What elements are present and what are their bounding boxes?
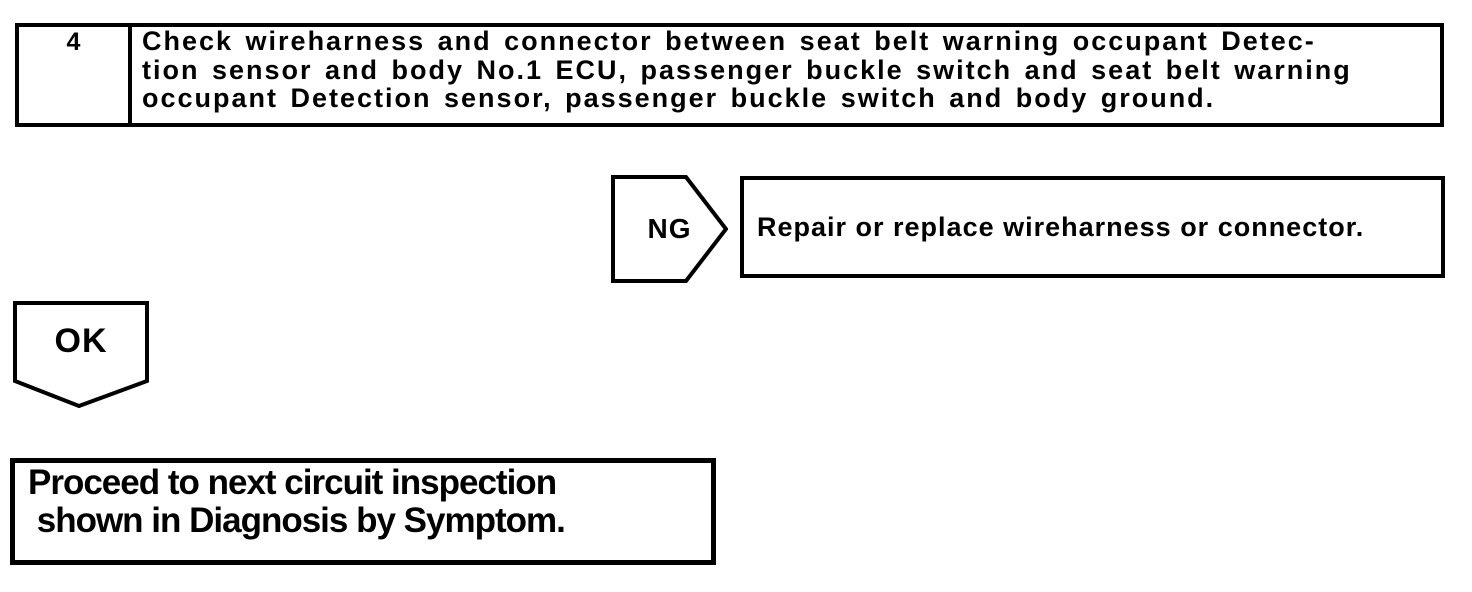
ng-action-box: Repair or replace wireharness or connect… — [740, 176, 1445, 278]
step-instruction-line-3: occupant Detection sensor, passenger buc… — [142, 83, 1216, 113]
step-instruction-line-2: tion sensor and body No.1 ECU, passenger… — [142, 54, 1352, 85]
ng-label: NG — [647, 213, 692, 244]
step-instruction: Check wireharness and connector between … — [132, 27, 1440, 123]
ok-label: OK — [54, 321, 108, 360]
right-arrow-pentagon-icon — [611, 175, 728, 283]
result-line-1: Proceed to next circuit inspection — [28, 463, 557, 502]
step-4-box: 4 Check wireharness and connector betwee… — [15, 23, 1444, 127]
ok-connector-shape: OK — [13, 301, 149, 408]
ng-connector-shape: NG — [611, 175, 728, 283]
result-box: Proceed to next circuit inspection shown… — [10, 458, 716, 565]
result-line-2: shown in Diagnosis by Symptom. — [28, 501, 566, 540]
step-number: 4 — [19, 27, 132, 123]
down-arrow-pentagon-icon — [13, 301, 149, 408]
ng-action-text: Repair or replace wireharness or connect… — [757, 211, 1365, 242]
step-instruction-line-1: Check wireharness and connector between … — [142, 26, 1316, 56]
